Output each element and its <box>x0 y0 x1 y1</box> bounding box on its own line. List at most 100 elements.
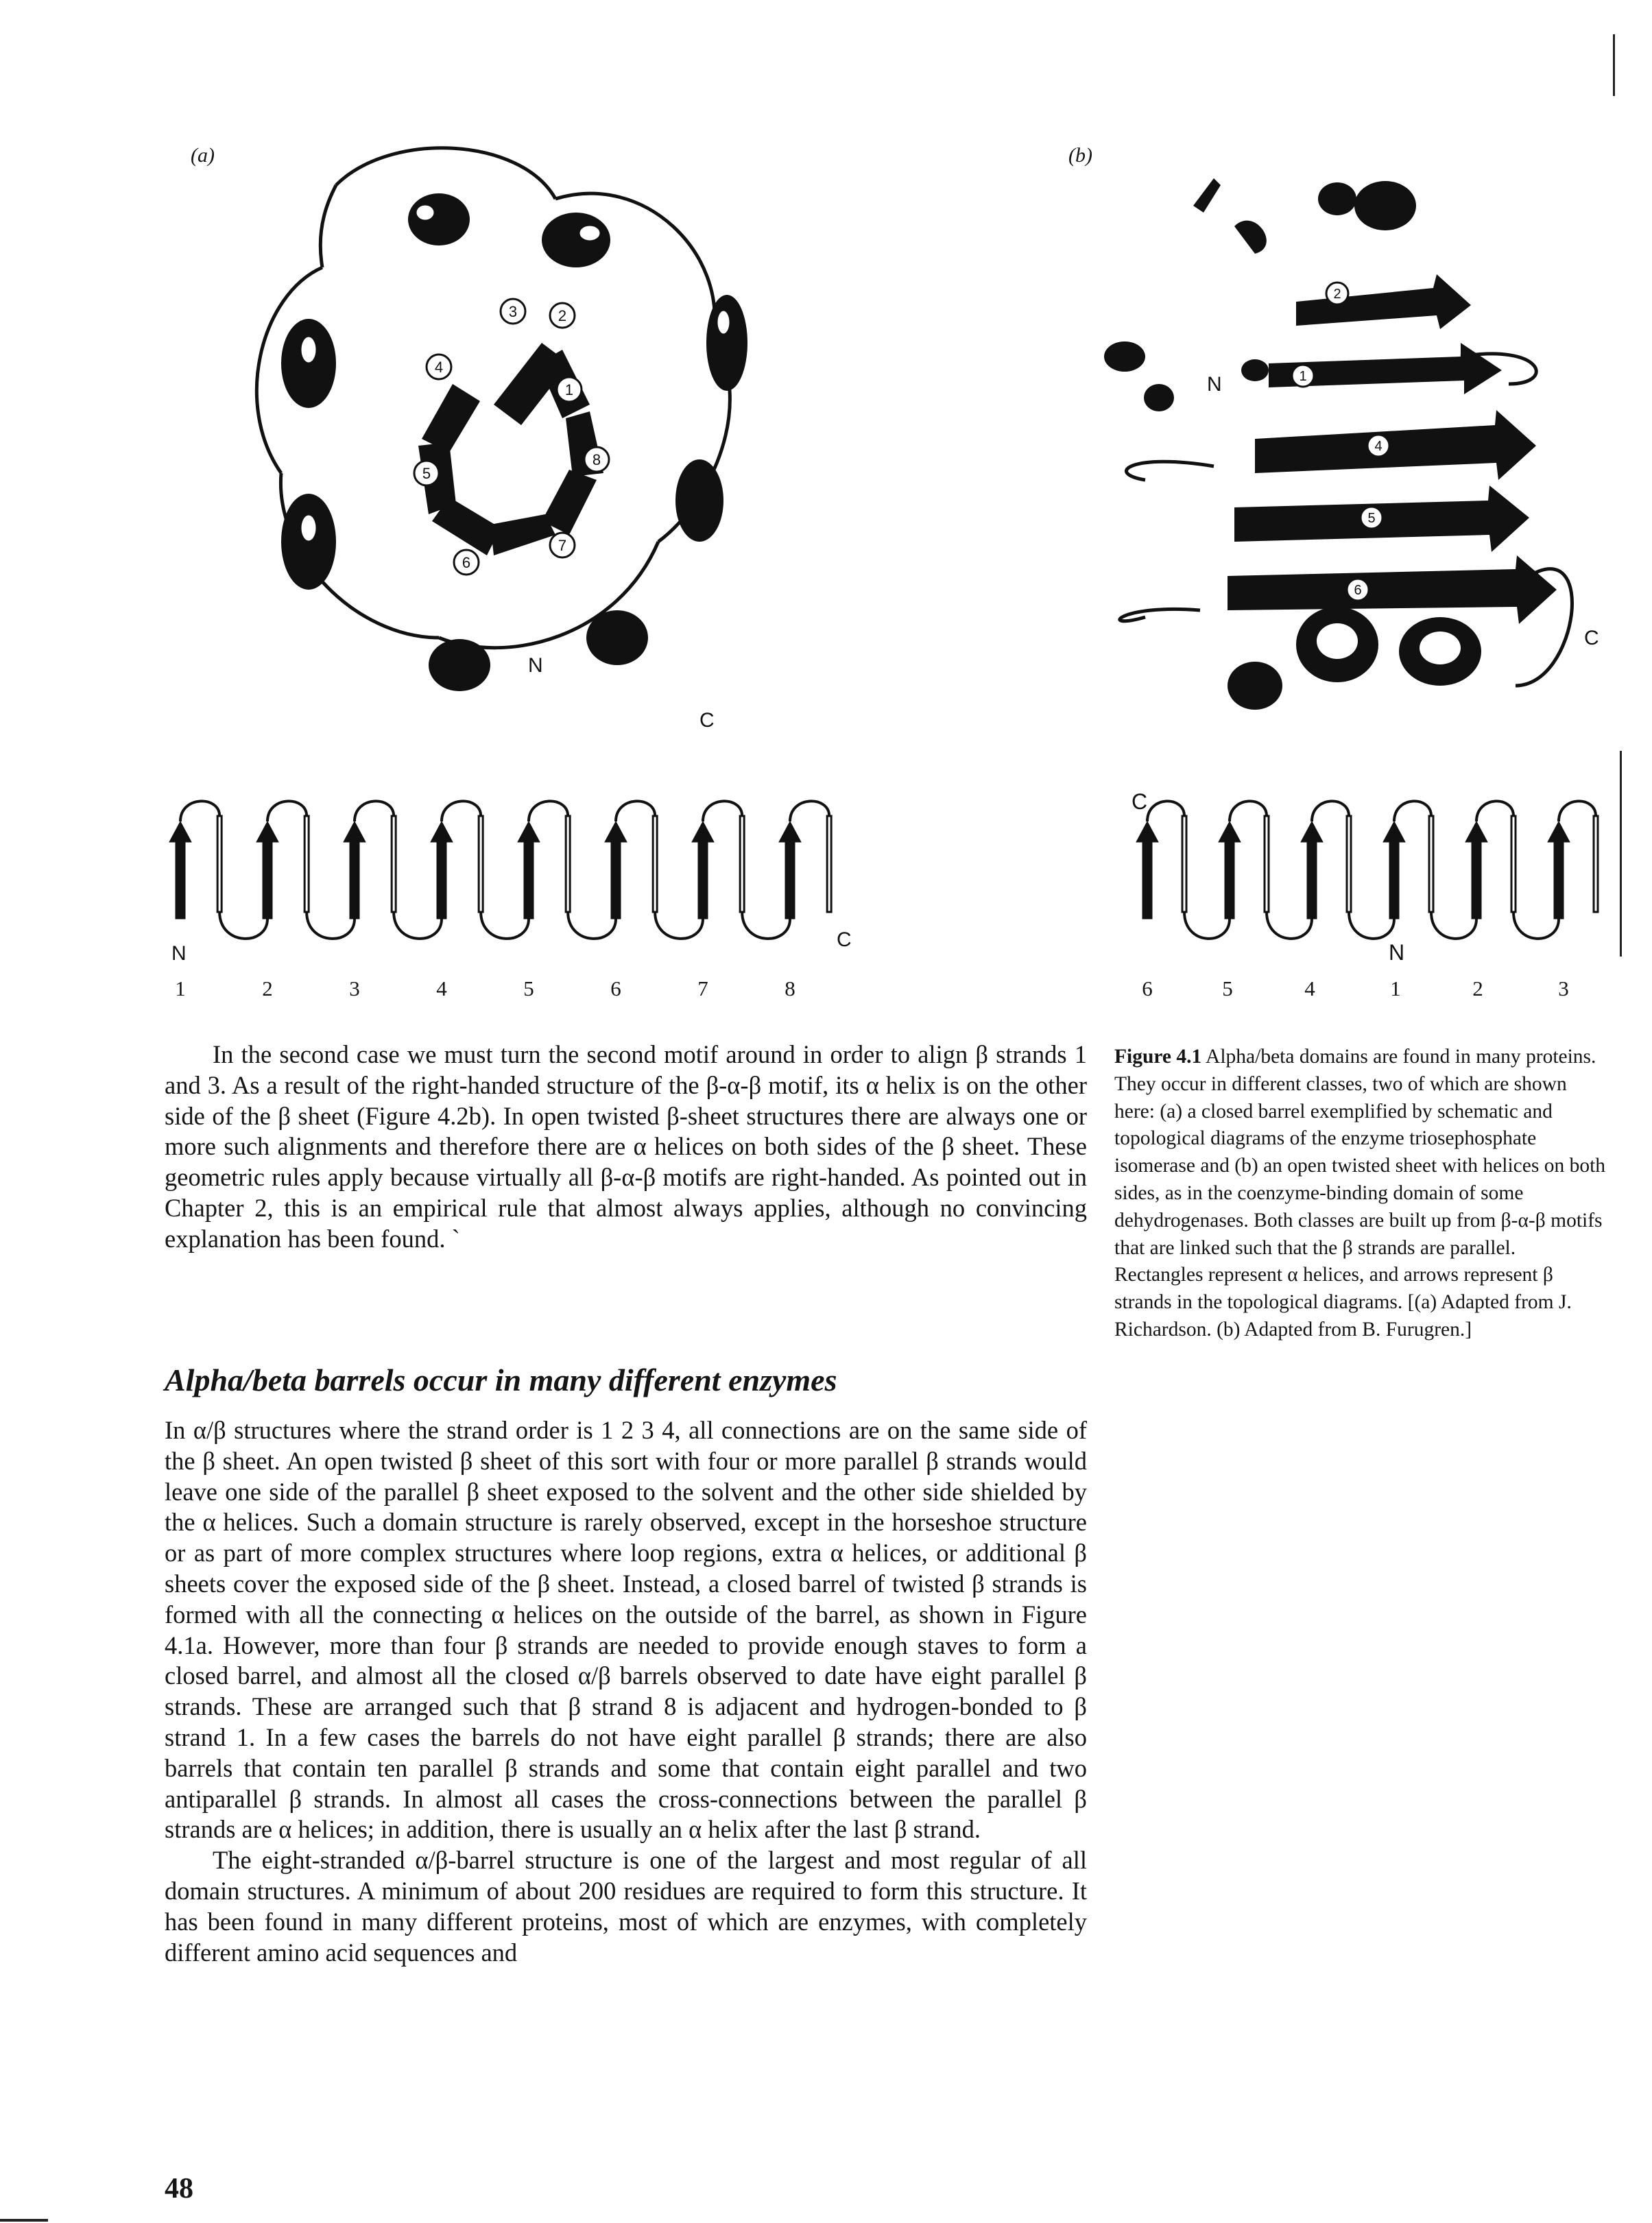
strand-arrowhead <box>169 820 192 843</box>
strand-arrowhead <box>691 820 715 843</box>
strand-arrowhead <box>1465 820 1488 843</box>
barrel-n-terminus-label: N <box>528 654 543 677</box>
strand-arrowhead <box>1218 820 1241 843</box>
section-heading: Alpha/beta barrels occur in many differe… <box>165 1362 837 1397</box>
sheet-strand-6-label: 6 <box>1354 583 1361 598</box>
topology-a-number: 3 <box>349 976 360 1000</box>
topology-b-number: 3 <box>1558 976 1569 1000</box>
strand-arrowhead <box>778 820 802 843</box>
connection-loop <box>479 911 530 940</box>
strand-shaft <box>1142 836 1153 920</box>
sheet-strand-2-label: 2 <box>1333 287 1341 302</box>
sheet-strand-5-label: 5 <box>1367 511 1375 526</box>
strand-shaft <box>262 836 273 920</box>
strand-arrowhead <box>256 820 279 843</box>
connection-loop <box>1146 800 1186 822</box>
sheet-strand-1-label: 1 <box>1299 369 1306 384</box>
helix-rectangle <box>1510 815 1517 913</box>
connection-loop <box>1393 800 1433 822</box>
barrel-strand-1-label: 1 <box>565 381 573 398</box>
sheet-c-terminus-label: C <box>1584 627 1599 649</box>
barrel-strand-6-label: 6 <box>462 554 470 571</box>
helix-rectangle <box>826 815 833 913</box>
helix-rectangle <box>564 815 571 913</box>
helix-rectangle <box>390 815 397 913</box>
topology-b-c-label: C <box>1132 789 1147 814</box>
strand-shaft <box>1471 836 1482 920</box>
barrel-strand-5-label: 5 <box>422 465 431 482</box>
sheet-n-terminus-label: N <box>1207 373 1222 396</box>
barrel-c-terminus-label: C <box>699 709 715 732</box>
connection-loop <box>440 800 483 822</box>
connection-loop <box>1475 800 1515 822</box>
strand-arrowhead <box>1547 820 1570 843</box>
topology-a-number: 8 <box>785 976 795 1000</box>
strand-shaft <box>1389 836 1400 920</box>
helix-rectangle <box>477 815 484 913</box>
connection-loop <box>1310 800 1350 822</box>
panel-b-label: (b) <box>1068 144 1092 167</box>
topology-a-c-label: C <box>837 928 852 951</box>
connection-loop <box>305 911 356 940</box>
paragraph-1: In the second case we must turn the seco… <box>165 1040 1087 1253</box>
strand-arrowhead <box>343 820 366 843</box>
barrel-strand-2-label: 2 <box>558 307 566 324</box>
helix-rectangle <box>651 815 658 913</box>
strand-shaft <box>1224 836 1235 920</box>
strand-shaft <box>1553 836 1564 920</box>
connection-loop <box>1228 800 1268 822</box>
connection-loop <box>566 911 617 940</box>
strand-shaft <box>785 836 795 920</box>
connection-loop <box>654 911 704 940</box>
topology-b-number: 6 <box>1142 976 1153 1000</box>
strand-arrowhead <box>604 820 627 843</box>
connection-loop <box>527 800 570 822</box>
corner-rule <box>0 2219 48 2222</box>
strand-arrowhead <box>430 820 453 843</box>
barrel-topology-diagram: N C <box>169 800 852 965</box>
connection-loop <box>392 911 443 940</box>
topology-b-n-label: N <box>1389 940 1404 965</box>
helix-rectangle <box>1345 815 1352 913</box>
connection-loop <box>266 800 309 822</box>
connection-loop <box>179 800 222 822</box>
helix-rectangle <box>1181 815 1188 913</box>
helix-rectangle <box>739 815 745 913</box>
figure-caption: Figure 4.1 Alpha/beta domains are found … <box>1114 1044 1608 1344</box>
connection-loop <box>741 911 791 940</box>
helix-rectangle <box>1263 815 1270 913</box>
barrel-strand-8-label: 8 <box>592 451 601 468</box>
strand-shaft <box>436 836 447 920</box>
helix-rectangle <box>1592 815 1599 913</box>
topology-b-number: 5 <box>1222 976 1233 1000</box>
strand-arrowhead <box>1136 820 1159 843</box>
figure-caption-text: Alpha/beta domains are found in many pro… <box>1114 1046 1606 1341</box>
connection-loop <box>1265 911 1313 940</box>
strand-shaft <box>610 836 621 920</box>
barrel-strand-4-label: 4 <box>435 359 443 376</box>
strand-shaft <box>523 836 534 920</box>
margin-rule <box>1620 751 1622 957</box>
topology-a-number: 7 <box>697 976 708 1000</box>
paragraph-3: The eight-stranded α/β-barrel structure … <box>165 1846 1087 1967</box>
barrel-strand-7-label: 7 <box>558 537 566 554</box>
connection-loop <box>789 800 831 822</box>
connection-loop <box>1183 911 1231 940</box>
topology-a-n-label: N <box>171 942 187 965</box>
panel-a-label: (a) <box>191 144 215 167</box>
connection-loop <box>614 800 657 822</box>
margin-rule <box>1613 34 1615 96</box>
sheet-topology-diagram: C N <box>1132 789 1599 965</box>
figure-caption-label: Figure 4.1 <box>1114 1046 1202 1068</box>
connection-loop <box>702 800 744 822</box>
helix-rectangle <box>1428 815 1435 913</box>
topology-a-number: 6 <box>610 976 621 1000</box>
topology-a-number: 5 <box>523 976 534 1000</box>
connection-loop <box>1512 911 1560 940</box>
connection-loop <box>218 911 269 940</box>
connection-loop <box>353 800 396 822</box>
open-sheet-ribbon-diagram: 1 2 4 5 6 N C <box>1104 178 1599 710</box>
strand-arrowhead <box>1300 820 1324 843</box>
strand-shaft <box>697 836 708 920</box>
topology-a-number: 4 <box>436 976 447 1000</box>
